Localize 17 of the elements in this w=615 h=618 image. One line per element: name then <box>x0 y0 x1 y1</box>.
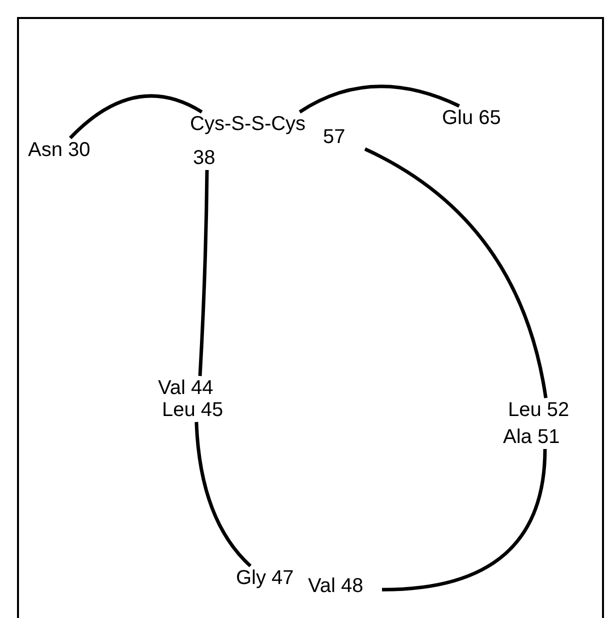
residue-label: Cys-S-S-Cys <box>190 112 308 136</box>
backbone-curve <box>69 94 203 140</box>
backbone-curve <box>382 448 547 592</box>
backbone-curve <box>364 147 548 398</box>
residue-label: Glu 65 <box>442 106 528 130</box>
backbone-curve <box>198 170 209 376</box>
residue-label: Asn 30 <box>28 138 116 162</box>
backbone-curve <box>194 422 252 568</box>
backbone-curve <box>298 84 460 114</box>
residue-label: Gly 47 <box>236 566 308 590</box>
residue-label: Leu 45 <box>162 398 248 422</box>
residue-label: Leu 52 <box>508 398 592 422</box>
residue-label: Ala 51 <box>503 425 587 449</box>
residue-label: Val 48 <box>308 574 382 598</box>
residue-label: 57 <box>323 125 353 149</box>
residue-label: Val 44 <box>158 376 242 400</box>
residue-label: 38 <box>193 146 221 170</box>
